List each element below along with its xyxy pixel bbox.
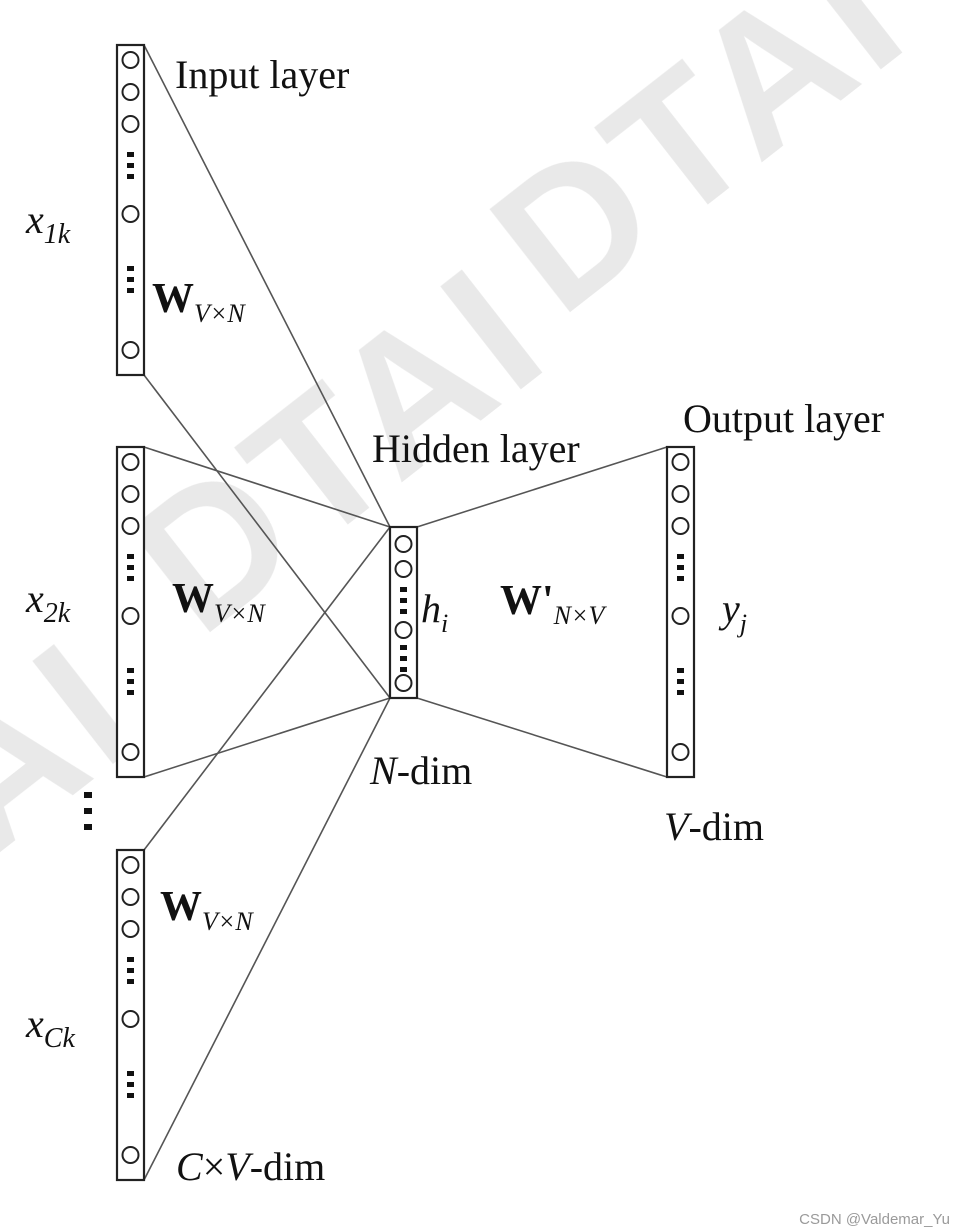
between-vectors-dots [84, 792, 92, 830]
ellipsis-dot [677, 565, 684, 570]
conn-input2-bottom [143, 697, 391, 778]
hidden-layer-title: Hidden layer [372, 426, 580, 471]
neuron [394, 674, 413, 692]
ellipsis-dot [127, 576, 134, 581]
ellipsis-dot [677, 554, 684, 559]
neuron [121, 1146, 140, 1164]
conn-output-bottom [416, 697, 668, 778]
input-layer-title: Input layer [175, 52, 349, 97]
ellipsis-dot [677, 679, 684, 684]
v-dim-label: V-dim [664, 804, 764, 849]
ellipsis-dot [400, 667, 407, 672]
ellipsis-dot [127, 277, 134, 282]
neuron [671, 517, 690, 535]
ellipsis-dot [400, 587, 407, 592]
neuron [394, 535, 413, 553]
ellipsis-dot [400, 656, 407, 661]
neuron [121, 51, 140, 69]
connections [143, 44, 668, 1181]
ellipsis-dot [127, 1082, 134, 1087]
ellipsis-dot [127, 288, 134, 293]
neuron [121, 115, 140, 133]
neuron [121, 517, 140, 535]
ellipsis-dot [400, 598, 407, 603]
ellipsis-dot [127, 174, 134, 179]
neuron [394, 560, 413, 578]
ellipsis-dot [127, 1093, 134, 1098]
neuron [671, 607, 690, 625]
ellipsis-dot [127, 554, 134, 559]
neuron [121, 856, 140, 874]
neuron [121, 1010, 140, 1028]
ellipsis-dot [127, 679, 134, 684]
ellipsis-dot [127, 163, 134, 168]
neuron [121, 341, 140, 359]
ellipsis-dot [127, 1071, 134, 1076]
input-vector-1 [115, 43, 146, 377]
ellipsis-dot [127, 266, 134, 271]
neuron [121, 453, 140, 471]
hidden-variable-label: hi [421, 586, 448, 638]
conn-input1-bottom [143, 374, 391, 699]
output-vector [665, 445, 696, 779]
input-label-2: x2k [25, 576, 71, 629]
output-variable-label: yj [718, 586, 747, 638]
weight-label-1: WV×N [152, 276, 246, 328]
neuron [671, 743, 690, 761]
neuron [671, 453, 690, 471]
input-label-c: xCk [25, 1001, 75, 1054]
neuron [671, 485, 690, 503]
output-layer-title: Output layer [683, 396, 884, 441]
input-vector-2 [115, 445, 146, 779]
ellipsis-dot [127, 152, 134, 157]
neuron [121, 920, 140, 938]
ellipsis-dot [400, 609, 407, 614]
input-vector-c [115, 848, 146, 1182]
conn-inputC-top [143, 526, 391, 851]
credit-watermark: CSDN @Valdemar_Yu [799, 1211, 950, 1228]
neuron [121, 607, 140, 625]
conn-inputC-bottom [143, 697, 391, 1181]
ellipsis-dot [127, 979, 134, 984]
conn-output-top [416, 446, 668, 528]
weight-label-c: WV×N [160, 884, 254, 936]
cv-dim-label: C×V-dim [176, 1144, 325, 1189]
ellipsis-dot [677, 668, 684, 673]
ellipsis-dot [127, 957, 134, 962]
neuron [394, 621, 413, 639]
svg-text:DTAI: DTAI [455, 0, 943, 352]
neuron [121, 485, 140, 503]
ellipsis-dot [677, 690, 684, 695]
ellipsis-dot [127, 690, 134, 695]
conn-input1-top [143, 44, 391, 528]
input-label-1: x1k [25, 197, 71, 250]
neuron [121, 205, 140, 223]
n-dim-label: N-dim [369, 748, 472, 793]
weight-label-2: WV×N [172, 576, 266, 628]
conn-input2-top [143, 446, 391, 528]
neuron [121, 888, 140, 906]
ellipsis-dot [400, 645, 407, 650]
svg-text:AI: AI [0, 601, 174, 892]
ellipsis-dot [677, 576, 684, 581]
hidden-vector [388, 525, 419, 700]
neuron [121, 83, 140, 101]
output-weight-label: W'N×V [500, 578, 608, 630]
neuron [121, 743, 140, 761]
ellipsis-dot [127, 968, 134, 973]
ellipsis-dot [127, 565, 134, 570]
ellipsis-dot [127, 668, 134, 673]
